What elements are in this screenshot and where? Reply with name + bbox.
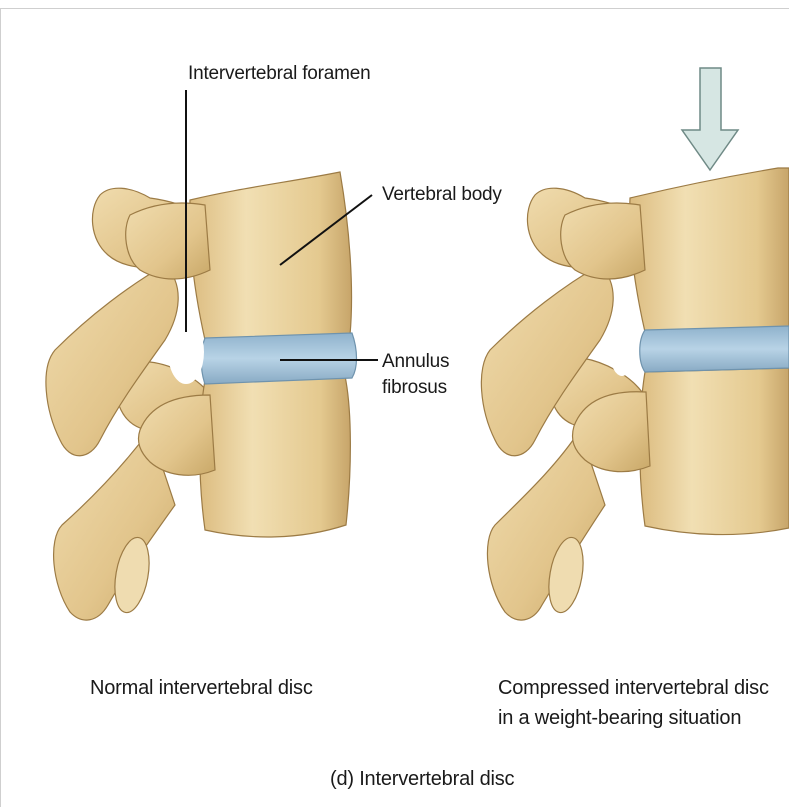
compressed-vertebrae bbox=[481, 168, 789, 620]
load-arrow-icon bbox=[682, 68, 738, 170]
normal-disc bbox=[201, 333, 356, 384]
foramen-label: Intervertebral foramen bbox=[188, 62, 371, 85]
upper-vertebral-body-r bbox=[630, 168, 789, 332]
compressed-caption-line2: in a weight-bearing situation bbox=[498, 707, 741, 730]
normal-caption: Normal intervertebral disc bbox=[90, 677, 313, 700]
compressed-caption-line1: Compressed intervertebral disc bbox=[498, 677, 769, 700]
compressed-foramen bbox=[610, 328, 634, 376]
upper-pedicle-r bbox=[561, 203, 645, 279]
lower-vertebral-body bbox=[200, 376, 351, 537]
vertebral-body-label: Vertebral body bbox=[382, 183, 502, 206]
annulus-label-line2: fibrosus bbox=[382, 376, 447, 399]
normal-vertebrae bbox=[46, 172, 352, 620]
compressed-disc bbox=[640, 326, 789, 372]
annulus-label-line1: Annulus bbox=[382, 350, 449, 373]
figure-caption: (d) Intervertebral disc bbox=[330, 768, 514, 791]
upper-pedicle bbox=[126, 203, 210, 279]
upper-vertebral-body bbox=[190, 172, 352, 340]
lower-vertebral-body-r bbox=[640, 368, 789, 535]
